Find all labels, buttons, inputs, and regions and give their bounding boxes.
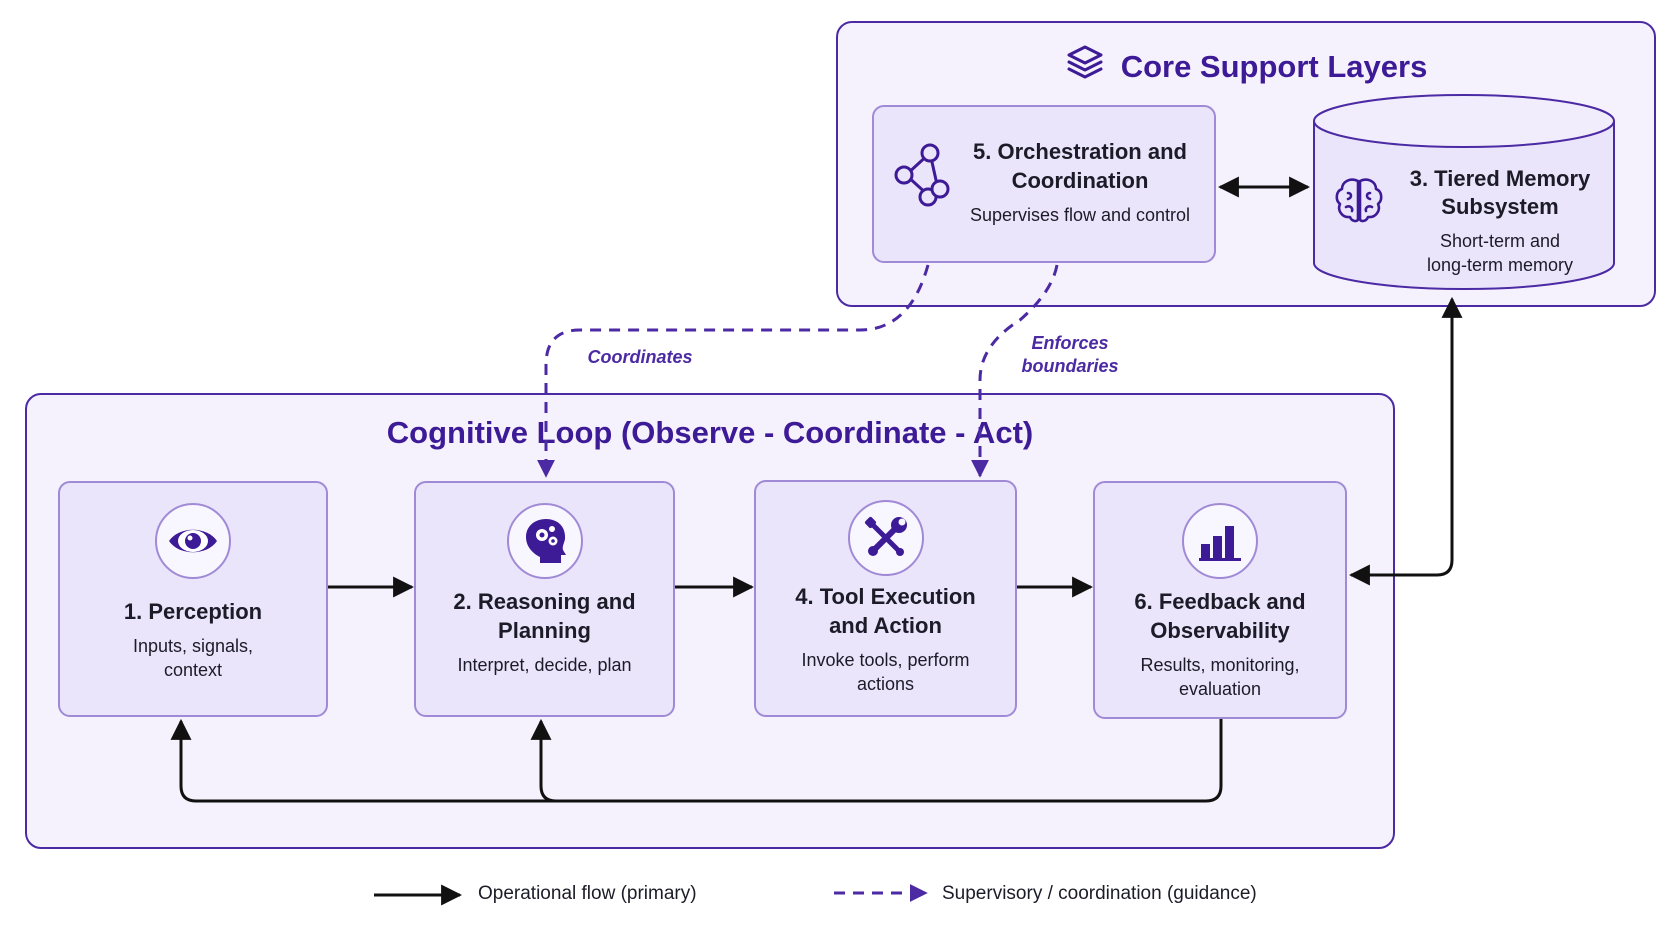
feedback-title-line1: 6. Feedback and [1134,589,1306,614]
tool-execution-card[interactable]: 4. Tool Execution and Action Invoke tool… [754,480,1017,717]
perception-card[interactable]: 1. Perception Inputs, signals, context [58,481,328,717]
bar-chart-icon [1182,503,1258,579]
legend-solid-label: Operational flow (primary) [478,883,697,904]
orchestration-card[interactable]: 5. Orchestration and Coordination Superv… [872,105,1216,263]
dashed-coordinates-arrow [537,264,930,478]
brain-icon [1332,173,1386,232]
layers-icon [1065,43,1105,91]
reasoning-title-line2: Planning [498,618,591,643]
tool-execution-title-line2: and Action [829,613,942,638]
orchestration-subtitle: Supervises flow and control [969,205,1191,225]
label-enforces-line2: boundaries [1021,356,1119,376]
perception-title: 1. Perception [123,599,263,624]
memory-subtitle-line2: long-term memory [1426,255,1574,275]
memory-card[interactable]: 3. Tiered Memory Subsystem Short-term an… [1312,93,1616,297]
tool-execution-title-line1: 4. Tool Execution [795,584,976,609]
head-gears-icon [507,503,583,579]
feedback-subtitle-line2: evaluation [1178,679,1262,699]
label-coordinates: Coordinates [587,347,693,367]
perception-subtitle-line2: context [163,660,223,680]
memory-title-line1: 3. Tiered Memory [1409,166,1591,191]
tool-execution-subtitle-line2: actions [856,674,915,694]
feedback-title-line2: Observability [1150,618,1290,643]
orchestration-title-line2: Coordination [1011,168,1149,193]
reasoning-subtitle: Interpret, decide, plan [457,655,632,675]
tool-execution-subtitle-line1: Invoke tools, perform [801,650,970,670]
cognitive-loop-title: Cognitive Loop (Observe - Coordinate - A… [386,415,1034,450]
memory-subtitle-line1: Short-term and [1439,231,1561,251]
perception-subtitle-line1: Inputs, signals, [132,636,254,656]
orchestration-title-line1: 5. Orchestration and [973,139,1187,164]
core-support-title: Core Support Layers [1120,49,1428,84]
label-enforces-line1: Enforces [1031,333,1109,353]
feedback-subtitle-line1: Results, monitoring, [1140,655,1300,675]
legend-dashed-label: Supervisory / coordination (guidance) [942,883,1257,904]
network-nodes-icon [892,139,956,216]
reasoning-title-line1: 2. Reasoning and [453,589,636,614]
arrow-memory-feedback [1348,296,1463,586]
reasoning-card[interactable]: 2. Reasoning and Planning Interpret, dec… [414,481,675,717]
arrow-feedback-loop-to-perception [170,718,1223,803]
arrow-feedback-loop-to-reasoning [530,718,557,803]
dashed-enforces-arrow [971,264,1059,478]
label-enforces-boundaries: Enforces boundaries [1005,332,1135,378]
eye-icon [155,503,231,579]
cylinder-shape [1313,94,1615,290]
feedback-card[interactable]: 6. Feedback and Observability Results, m… [1093,481,1347,719]
memory-title-line2: Subsystem [1441,194,1559,219]
core-support-header: Core Support Layers [838,43,1654,91]
wrench-screwdriver-icon [848,500,924,576]
